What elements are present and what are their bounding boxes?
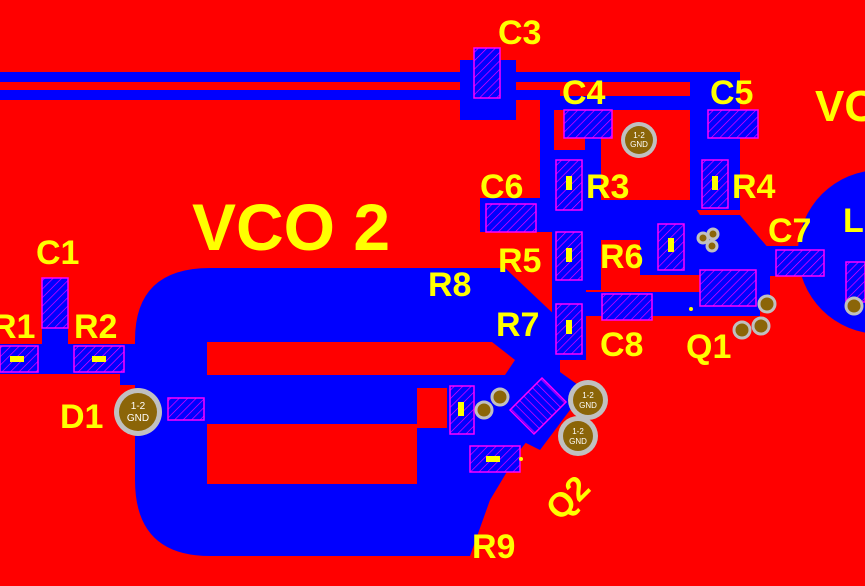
mark-q1-dot [689, 307, 693, 311]
pad-q2 [508, 376, 568, 436]
mark-r1 [10, 356, 24, 362]
mark-r4 [712, 176, 718, 190]
via-layer-label: 1-2 [633, 131, 645, 140]
ref-c6: C6 [480, 168, 523, 206]
pad-c8 [601, 293, 653, 321]
trace-inner-strip [207, 388, 417, 424]
pad-q1 [699, 269, 757, 307]
ref-r7: R7 [496, 306, 539, 344]
component-marks [10, 176, 718, 462]
via-gnd-3: 1-2 GND [568, 380, 608, 420]
copper-fill-inner [207, 388, 417, 424]
pad-c3 [473, 47, 501, 99]
pad-c5 [707, 109, 759, 139]
ref-c1: C1 [36, 234, 79, 272]
mark-r7 [566, 320, 572, 334]
via-gnd-1: 1-2 GND [621, 122, 657, 158]
via-small [490, 387, 510, 407]
block-label-vco-partial: VC [815, 82, 865, 131]
via-layer-label: 1-2 [131, 401, 146, 412]
mark-r8 [458, 402, 464, 416]
ref-r8: R8 [428, 266, 471, 304]
cutout-upper [207, 342, 515, 375]
via-small [474, 400, 494, 420]
ref-q1: Q1 [686, 328, 731, 366]
via-net-label: GND [127, 413, 149, 424]
mark-r3 [566, 176, 572, 190]
ref-c8: C8 [600, 326, 643, 364]
via-small [757, 294, 777, 314]
block-label-vco2: VCO 2 [192, 190, 390, 264]
via-layer-label: 1-2 [572, 427, 584, 436]
trace-top-2 [0, 90, 560, 100]
via-small [732, 320, 752, 340]
ref-r5: R5 [498, 242, 541, 280]
ref-c4: C4 [562, 74, 606, 112]
ref-r6: R6 [600, 238, 643, 276]
pad-c1 [41, 277, 69, 329]
ref-r4: R4 [732, 168, 776, 206]
trace-right-bus [690, 72, 740, 116]
pad-r5 [555, 231, 583, 281]
via-small [751, 316, 771, 336]
trace-vert-mid [585, 130, 601, 290]
mark-q2-dot [519, 457, 523, 461]
mark-r2 [92, 356, 106, 362]
pad-l [845, 261, 865, 303]
ref-c7: C7 [768, 212, 811, 250]
pad-r8 [449, 385, 475, 435]
pad-d1 [167, 397, 205, 421]
mark-r9 [486, 456, 500, 462]
via-net-label: GND [579, 401, 597, 410]
mark-r5 [566, 248, 572, 262]
pad-c4 [563, 109, 613, 139]
via-small [696, 231, 710, 245]
via-small [705, 239, 719, 253]
pad-c6 [485, 203, 537, 233]
via-net-label: GND [630, 140, 648, 149]
pad-c7 [775, 249, 825, 277]
via-small-group [474, 227, 864, 420]
trace-top-1 [0, 72, 700, 82]
ref-d1: D1 [60, 398, 103, 436]
via-small [706, 227, 720, 241]
vias: 1-2 GND 1-2 GND 1-2 GND 1-2 GND [114, 122, 864, 456]
ref-c3: C3 [498, 14, 541, 52]
via-net-label: GND [569, 437, 587, 446]
ref-r1: R1 [0, 308, 35, 346]
via-small [844, 296, 864, 316]
ref-l-partial: L [843, 202, 864, 240]
ref-q2: Q2 [539, 469, 598, 528]
ref-r2: R2 [74, 308, 117, 346]
trace-d1-diag [120, 372, 180, 410]
cutout-lower-right [417, 388, 447, 428]
ref-r3: R3 [586, 168, 629, 206]
ref-r9: R9 [472, 528, 515, 566]
ref-c5: C5 [710, 74, 753, 112]
via-layer-label: 1-2 [582, 391, 594, 400]
mark-r6 [668, 238, 674, 252]
via-gnd-4: 1-2 GND [558, 416, 598, 456]
via-gnd-2: 1-2 GND [114, 388, 162, 436]
